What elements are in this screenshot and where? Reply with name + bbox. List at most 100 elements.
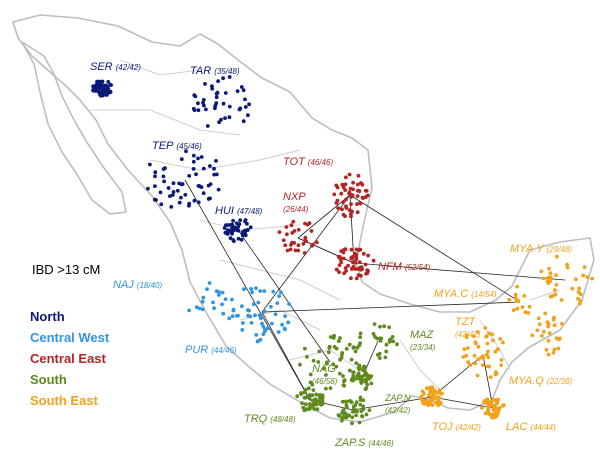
point: [348, 399, 353, 403]
point: [361, 398, 366, 403]
point: [310, 404, 315, 408]
point: [349, 247, 354, 252]
point: [313, 397, 318, 401]
point: [271, 289, 276, 294]
point: [565, 265, 570, 270]
point: [316, 360, 321, 364]
point: [428, 400, 432, 405]
point: [336, 206, 340, 211]
point: [247, 102, 252, 107]
point: [302, 251, 307, 255]
point: [488, 375, 493, 380]
point: [344, 415, 348, 420]
point: [369, 381, 374, 386]
point: [486, 355, 491, 360]
point: [513, 292, 518, 297]
point: [200, 307, 205, 312]
point: [332, 345, 337, 349]
point: [187, 308, 192, 313]
point: [357, 260, 362, 265]
point: [171, 190, 176, 194]
point: [495, 398, 500, 403]
point: [481, 354, 485, 359]
point: [295, 394, 300, 399]
point: [306, 386, 311, 391]
point: [344, 347, 349, 351]
point: [560, 321, 564, 326]
point: [350, 421, 354, 426]
point: [355, 409, 359, 414]
point: [353, 251, 357, 256]
point: [367, 408, 372, 413]
point: [351, 370, 355, 375]
point: [542, 329, 546, 334]
point: [355, 210, 360, 215]
point: [245, 228, 250, 232]
point: [324, 386, 328, 391]
point: [491, 407, 496, 412]
point: [431, 390, 435, 394]
point: [328, 335, 333, 339]
point: [343, 266, 348, 270]
point: [375, 336, 379, 341]
label-tep: TEP(45/46): [152, 140, 202, 152]
label-nxp: NXP(26/44): [283, 191, 309, 214]
point: [578, 292, 583, 297]
point: [320, 396, 325, 400]
point: [351, 407, 356, 412]
point: [363, 387, 368, 391]
point: [207, 196, 211, 201]
point: [192, 198, 197, 203]
point: [541, 276, 546, 281]
point: [256, 300, 261, 305]
point: [311, 358, 316, 363]
point: [307, 402, 312, 406]
point: [363, 379, 368, 384]
point: [201, 97, 206, 102]
point: [214, 95, 219, 100]
point: [221, 311, 226, 316]
point: [554, 254, 559, 259]
point: [194, 172, 198, 177]
point: [159, 202, 164, 207]
point: [359, 267, 363, 272]
point: [317, 349, 322, 354]
cluster-tot: [332, 172, 370, 219]
point: [484, 334, 489, 339]
point: [283, 243, 288, 248]
point: [304, 407, 309, 412]
point: [341, 212, 346, 217]
point: [507, 297, 512, 302]
point: [273, 312, 278, 317]
label-nag: NAG(46/58): [312, 363, 338, 386]
point: [354, 276, 359, 281]
point: [229, 222, 234, 227]
point: [269, 304, 273, 309]
point: [547, 331, 552, 335]
point: [303, 235, 308, 240]
point: [227, 115, 232, 120]
point: [339, 260, 344, 265]
point: [515, 284, 519, 289]
label-hui: HUI(47/48): [215, 205, 263, 217]
label-tot: TOT(46/46): [283, 156, 334, 168]
point: [303, 402, 308, 406]
point: [106, 91, 111, 95]
point: [546, 338, 551, 343]
state-borders: [90, 59, 561, 391]
point: [214, 172, 219, 177]
point: [216, 79, 221, 83]
point: [437, 388, 442, 392]
link-tot-nfm: [349, 194, 355, 264]
point: [281, 238, 286, 243]
point: [262, 309, 267, 314]
point: [196, 108, 201, 113]
point: [230, 297, 234, 302]
point: [288, 247, 293, 252]
point: [535, 328, 540, 333]
point: [302, 390, 306, 395]
population-clusters: [91, 75, 594, 426]
point: [377, 356, 382, 360]
point: [179, 195, 183, 200]
point: [239, 85, 244, 89]
